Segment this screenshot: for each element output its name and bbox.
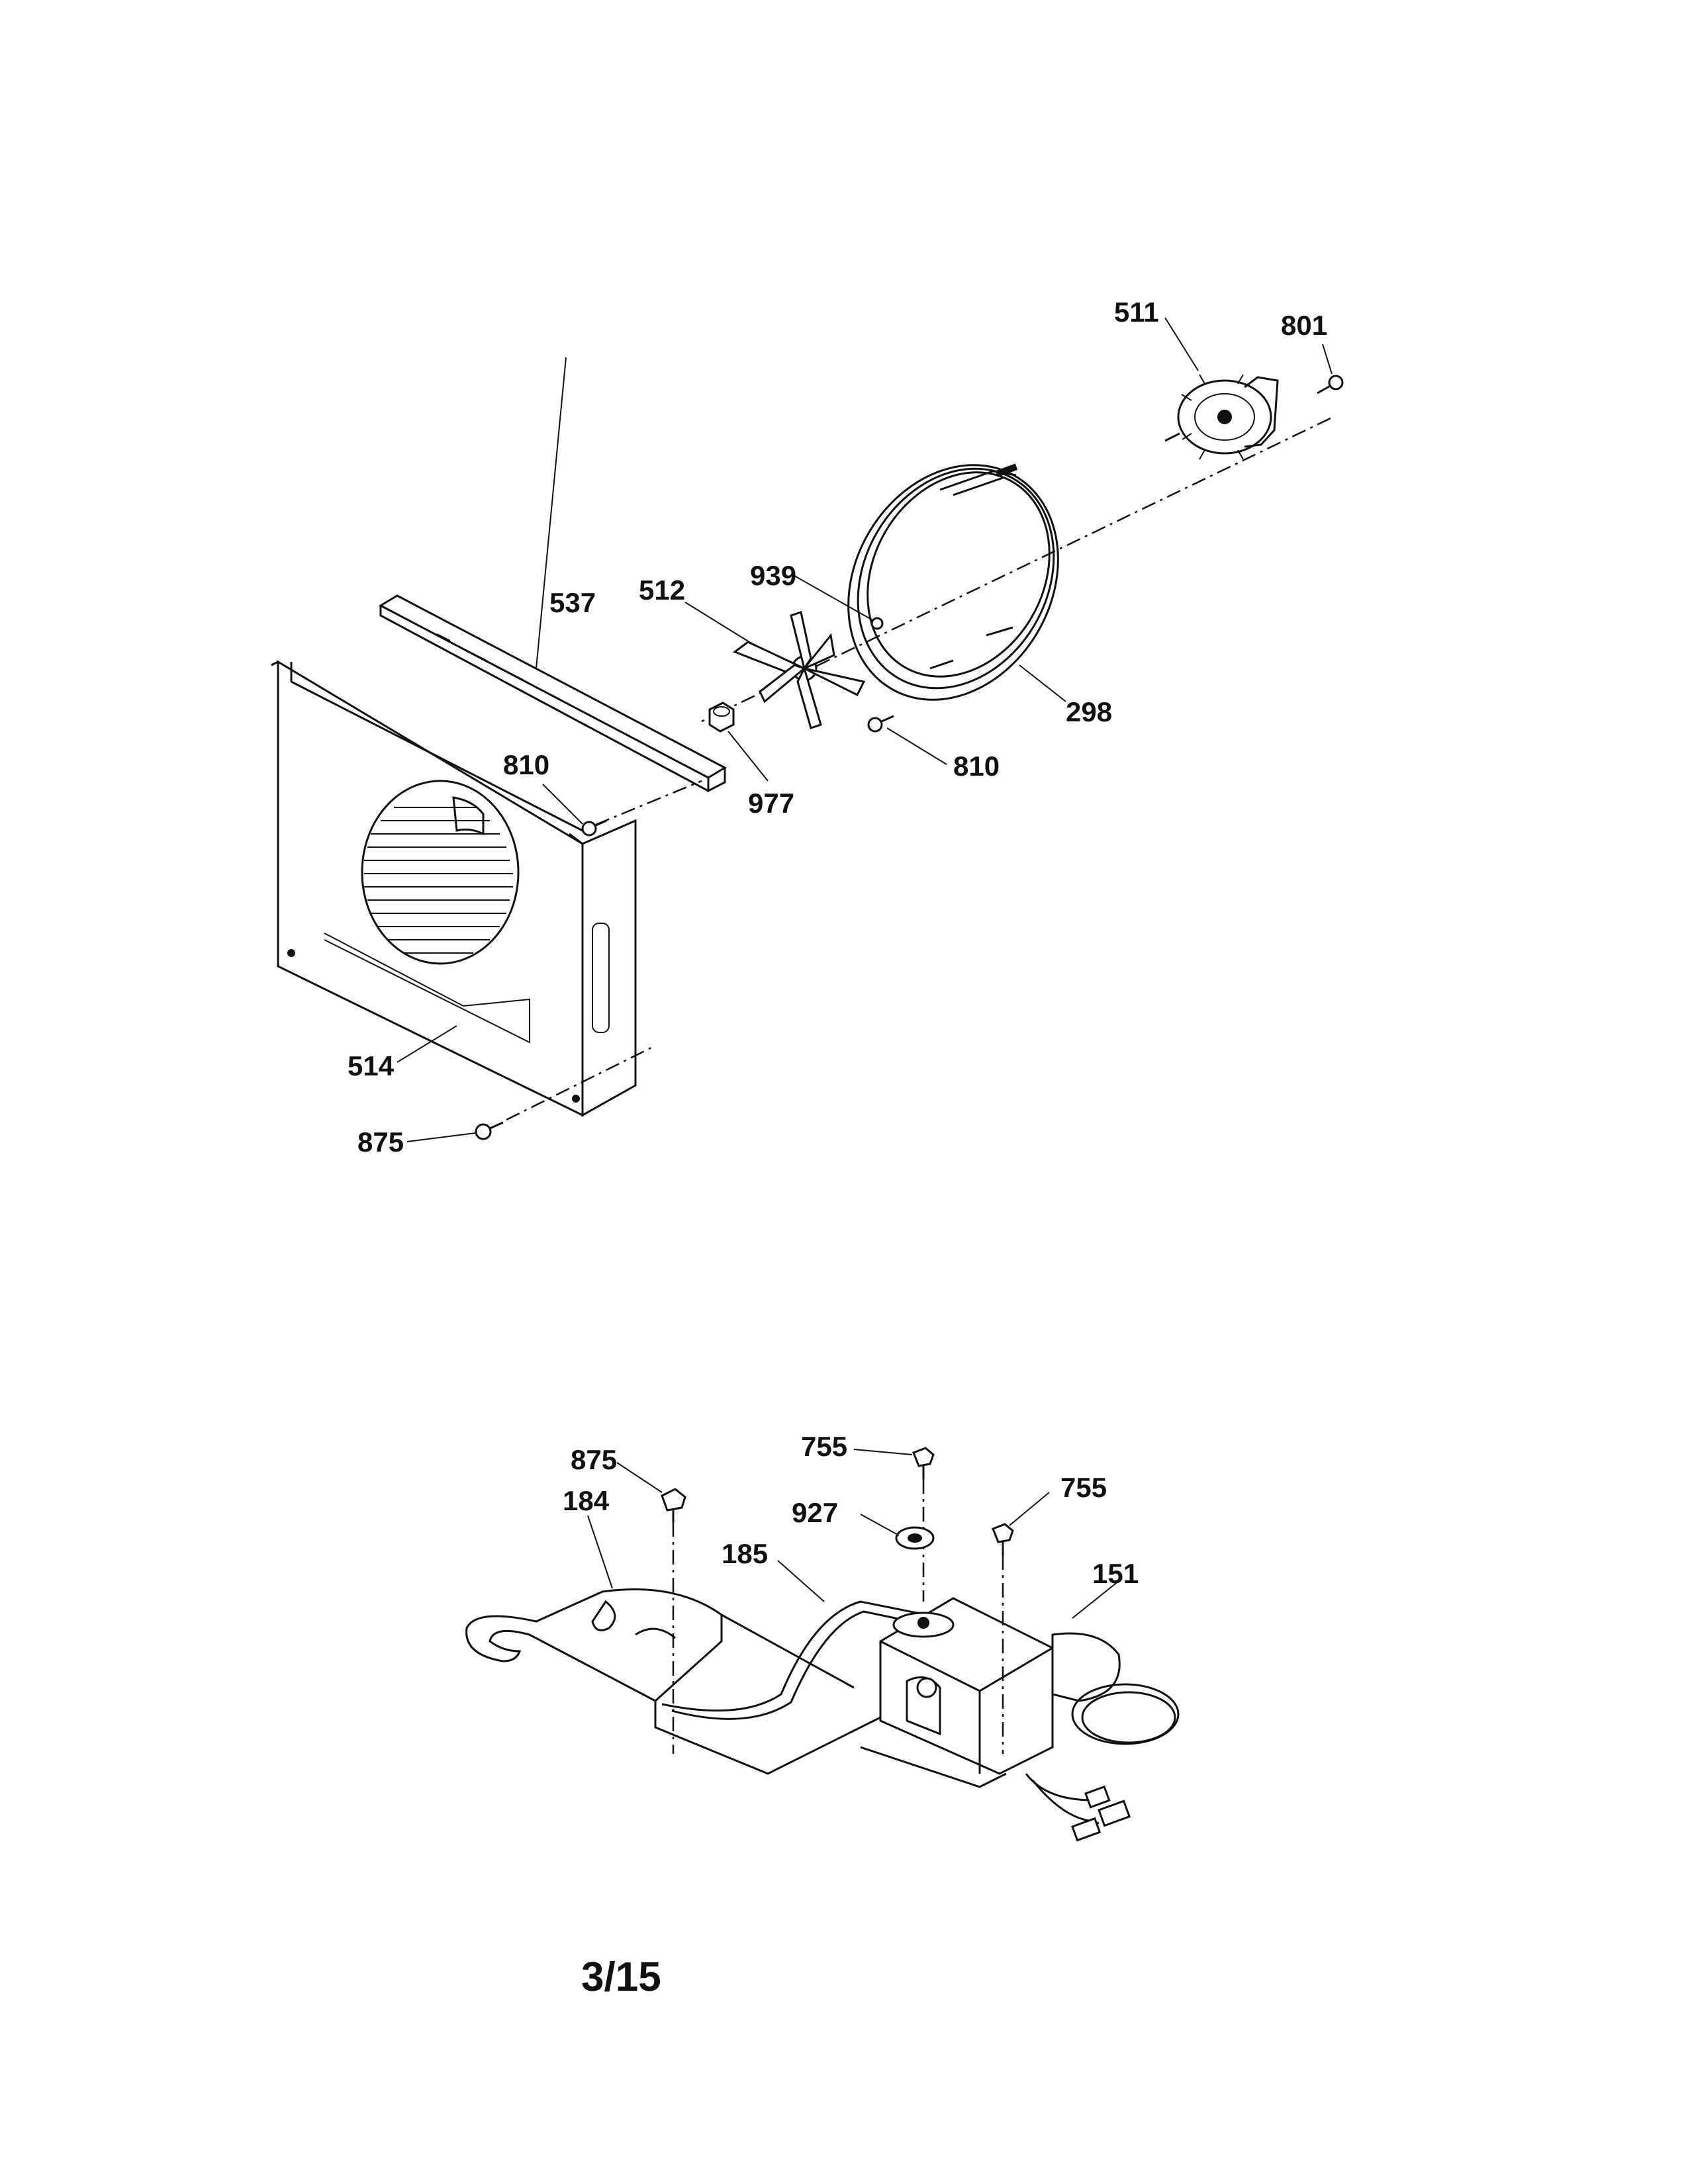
part-label-801: 801 [1281, 310, 1327, 341]
part-label-514: 514 [348, 1050, 395, 1081]
screw-875-bracket [661, 1488, 686, 1522]
screw-755-right [992, 1523, 1014, 1555]
heating-element-ring [847, 463, 1059, 701]
screw-810-axis [595, 780, 702, 826]
rear-baffle-panel [271, 660, 637, 1117]
screw-801 [1317, 375, 1344, 394]
part-label-755-right: 755 [1060, 1472, 1107, 1503]
blower-motor-housing [860, 1597, 1180, 1842]
nut-977 [708, 702, 735, 733]
part-label-151: 151 [1092, 1558, 1139, 1589]
part-label-810-element: 810 [953, 751, 1000, 782]
part-label-185: 185 [722, 1538, 768, 1569]
part-label-537: 537 [549, 587, 596, 618]
leader-lines-lower [587, 1449, 1123, 1619]
part-label-875-panel: 875 [357, 1126, 404, 1158]
bracket-strip [378, 594, 727, 793]
screw-755-top [912, 1447, 935, 1479]
part-label-939: 939 [750, 560, 796, 591]
part-label-512: 512 [639, 574, 685, 606]
screw-810-element [867, 715, 894, 733]
convection-motor [1164, 374, 1279, 460]
mounting-bracket [465, 1588, 723, 1702]
part-label-810-panel: 810 [503, 749, 549, 780]
grommet-927 [895, 1526, 935, 1550]
fan-blade [732, 611, 866, 729]
screw-875-panel [475, 1121, 504, 1140]
leader-lines-upper [397, 317, 1333, 1142]
screw-810-panel [581, 819, 607, 837]
part-label-298: 298 [1066, 696, 1112, 727]
assembly-axis-line [701, 417, 1331, 723]
wire-harness [654, 1600, 927, 1775]
part-label-184: 184 [563, 1485, 610, 1516]
part-label-977: 977 [748, 788, 794, 819]
part-label-875-bracket: 875 [571, 1444, 617, 1475]
part-label-755-top: 755 [801, 1431, 847, 1462]
part-label-927: 927 [792, 1497, 838, 1528]
page-number: 3/15 [581, 1954, 661, 2000]
part-label-511: 511 [1114, 296, 1159, 328]
